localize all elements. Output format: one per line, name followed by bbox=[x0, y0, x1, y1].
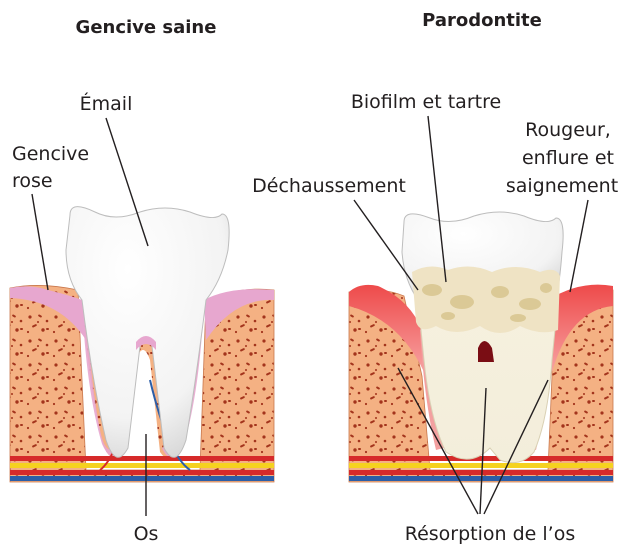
title-periodontitis: Parodontite bbox=[422, 10, 542, 31]
leader-rougeur bbox=[570, 200, 588, 292]
leader-gencive bbox=[32, 194, 48, 290]
label-resorption: Résorption de l’os bbox=[405, 523, 576, 545]
label-os: Os bbox=[134, 523, 159, 545]
label-rougeur-line3: saignement bbox=[506, 175, 618, 197]
label-biofilm: Biofilm et tartre bbox=[351, 91, 501, 113]
periodontitis-tooth-panel bbox=[349, 212, 613, 482]
label-rougeur-line1: Rougeur, bbox=[525, 119, 611, 141]
label-rougeur-line2: enflure et bbox=[522, 147, 614, 169]
title-healthy-gum: Gencive saine bbox=[76, 17, 217, 38]
label-email: Émail bbox=[80, 92, 133, 115]
label-gencive-line1: Gencive bbox=[12, 143, 89, 165]
healthy-tooth-panel bbox=[10, 207, 274, 482]
label-dechaussement: Déchaussement bbox=[252, 175, 406, 197]
biofilm-tartar bbox=[412, 266, 560, 333]
label-gencive-line2: rose bbox=[12, 170, 53, 192]
